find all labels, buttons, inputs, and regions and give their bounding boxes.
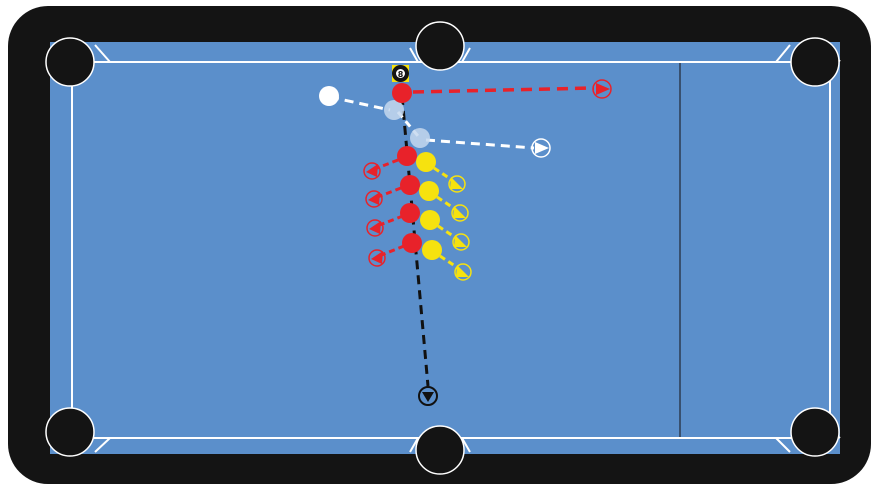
eight-ball-number: 8 (398, 70, 404, 79)
red-ball-4 (402, 233, 422, 253)
yellow-ball-1 (416, 152, 436, 172)
ghost-ball-2 (410, 128, 430, 148)
eight-ball: 8 (392, 65, 409, 82)
pocket-top-left (46, 38, 94, 86)
pocket-bottom-left (46, 408, 94, 456)
red-ball-3 (400, 203, 420, 223)
pocket-bottom-middle (416, 426, 464, 474)
pocket-bottom-right (791, 408, 839, 456)
red-ball-top (392, 83, 412, 103)
yellow-ball-2 (419, 181, 439, 201)
playing-surface (72, 62, 830, 438)
red-ball-1 (397, 146, 417, 166)
pocket-top-middle (416, 22, 464, 70)
ghost-ball-1 (384, 100, 404, 120)
yellow-ball-3 (420, 210, 440, 230)
cue-ball (319, 86, 339, 106)
pocket-top-right (791, 38, 839, 86)
yellow-ball-4 (422, 240, 442, 260)
red-ball-2 (400, 175, 420, 195)
